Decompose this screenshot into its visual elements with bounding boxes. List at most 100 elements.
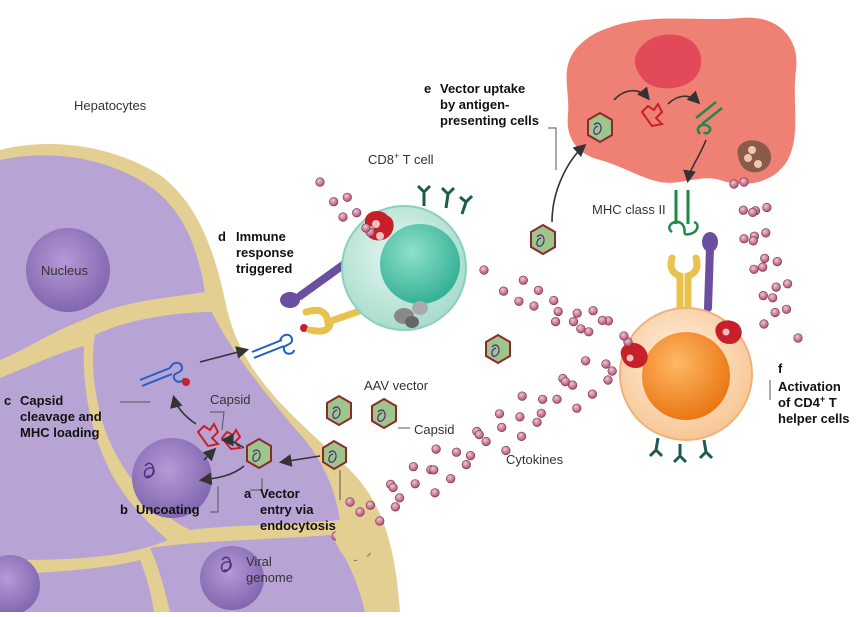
arrow-presentation (199, 346, 250, 363)
cytokine-dot (532, 417, 542, 427)
arrow-uptake (551, 143, 587, 223)
cytokine-dot (315, 177, 325, 187)
label-viral: Viral (246, 554, 272, 569)
hepatocyte-cell-left (0, 346, 168, 560)
cytokine-dot (461, 460, 471, 470)
cytokine-dot (361, 223, 371, 233)
cytokine-dot (758, 291, 768, 301)
cytokine-dot (760, 253, 770, 263)
cytokine-dot (431, 444, 441, 454)
label-cd8-t-cell: CD8+ T cell (368, 151, 434, 167)
svg-text:d: d (218, 229, 226, 244)
svg-text:MHC loading: MHC loading (20, 425, 99, 440)
cytokine-dot (739, 234, 749, 244)
svg-text:Vector: Vector (260, 486, 300, 501)
label-cytokines: Cytokines (506, 452, 564, 467)
nucleus-middle (132, 438, 212, 518)
svg-text:by antigen-: by antigen- (440, 97, 509, 112)
cytokine-dot (479, 265, 489, 275)
cytokine-dot (738, 205, 748, 215)
svg-text:cleavage and: cleavage and (20, 409, 102, 424)
cytokine-dot (514, 296, 524, 306)
cd8-t-cell (341, 184, 474, 331)
svg-text:c: c (4, 393, 11, 408)
mhc-loading-icon (139, 361, 190, 387)
cytokine-dot (597, 315, 608, 326)
cytokine-dot (429, 465, 439, 475)
step-a-label: a Vector entry via endocytosis (244, 486, 336, 533)
cytokine-dot (560, 377, 570, 387)
cytokine-dot (603, 375, 613, 385)
cytokine-dot (607, 366, 617, 376)
cytokine-dot (770, 307, 780, 318)
svg-text:entry via: entry via (260, 502, 314, 517)
svg-text:Vector uptake: Vector uptake (440, 81, 525, 96)
svg-text:presenting cells: presenting cells (440, 113, 539, 128)
svg-text:triggered: triggered (236, 261, 292, 276)
cytokine-dot (552, 394, 562, 404)
leader-lines (120, 127, 771, 513)
cytokine-dot (501, 445, 511, 456)
cytokine-dot (355, 507, 365, 517)
nucleus-top (26, 228, 110, 312)
cytokine-dot (537, 394, 548, 404)
cytokine-dot (408, 462, 419, 472)
label-genome: genome (246, 570, 293, 585)
antigen-presenting-cell (566, 17, 797, 184)
svg-text:of CD4+ T: of CD4+ T (778, 394, 837, 410)
label-hepatocytes: Hepatocytes (74, 98, 147, 113)
hepatocyte-cell-bottom-left (0, 560, 154, 612)
hepatocyte-tissue (0, 144, 400, 615)
cytokine-dot (529, 301, 539, 311)
cd4-t-cell (619, 307, 753, 464)
svg-text:Uncoating: Uncoating (136, 502, 200, 517)
capsid-genome-icons (252, 234, 545, 463)
cytokine-dot (781, 304, 792, 314)
cytokine-dots (315, 177, 803, 561)
cytokine-dot (395, 493, 405, 503)
cytokine-dot (576, 324, 586, 334)
cytokine-dot (580, 356, 591, 366)
mhc-ii-tcr-complex (667, 190, 718, 320)
aav-capsids (246, 223, 556, 471)
arrow-loading (170, 394, 197, 425)
label-capsid-left: Capsid (210, 392, 250, 407)
svg-text:b: b (120, 502, 128, 517)
cytokine-dot (338, 212, 348, 222)
cytokine-dot (568, 317, 579, 327)
nucleus-far-left (0, 555, 40, 615)
cytokine-dot (451, 447, 462, 457)
arrow-apc-1 (613, 86, 651, 101)
cytokine-dot (587, 389, 598, 399)
cytokine-dot (499, 286, 509, 296)
cytokine-dot (516, 431, 527, 442)
cytokine-dot (601, 359, 611, 369)
cytokine-dot (365, 500, 376, 510)
cytokine-dot (782, 279, 793, 289)
cytokine-dot (517, 391, 527, 401)
cytokine-dot (768, 293, 778, 303)
cytokine-dot (549, 295, 559, 306)
svg-text:e: e (424, 81, 431, 96)
cytokine-dot (342, 192, 352, 202)
cytokine-dot (619, 331, 629, 341)
nucleus-bottom (200, 546, 264, 610)
cytokine-dot (518, 275, 528, 285)
cytokine-dot (494, 409, 505, 419)
step-d-label: d Immune response triggered (218, 229, 294, 276)
svg-text:a: a (244, 486, 252, 501)
cytokine-dot (748, 207, 758, 217)
arrow-fragment (220, 433, 245, 449)
cytokine-dot (759, 319, 769, 329)
capsid-in-cell (246, 437, 272, 470)
svg-text:helper cells: helper cells (778, 411, 850, 426)
capsid-free (530, 223, 556, 256)
cytokine-dot (748, 236, 758, 246)
cytokine-dot (553, 306, 563, 317)
cytokine-dot (474, 430, 484, 440)
cytokine-dot (388, 482, 398, 493)
viral-genome-icon (143, 462, 232, 573)
cytokine-dot (536, 408, 546, 418)
cytokine-dot (515, 412, 525, 422)
